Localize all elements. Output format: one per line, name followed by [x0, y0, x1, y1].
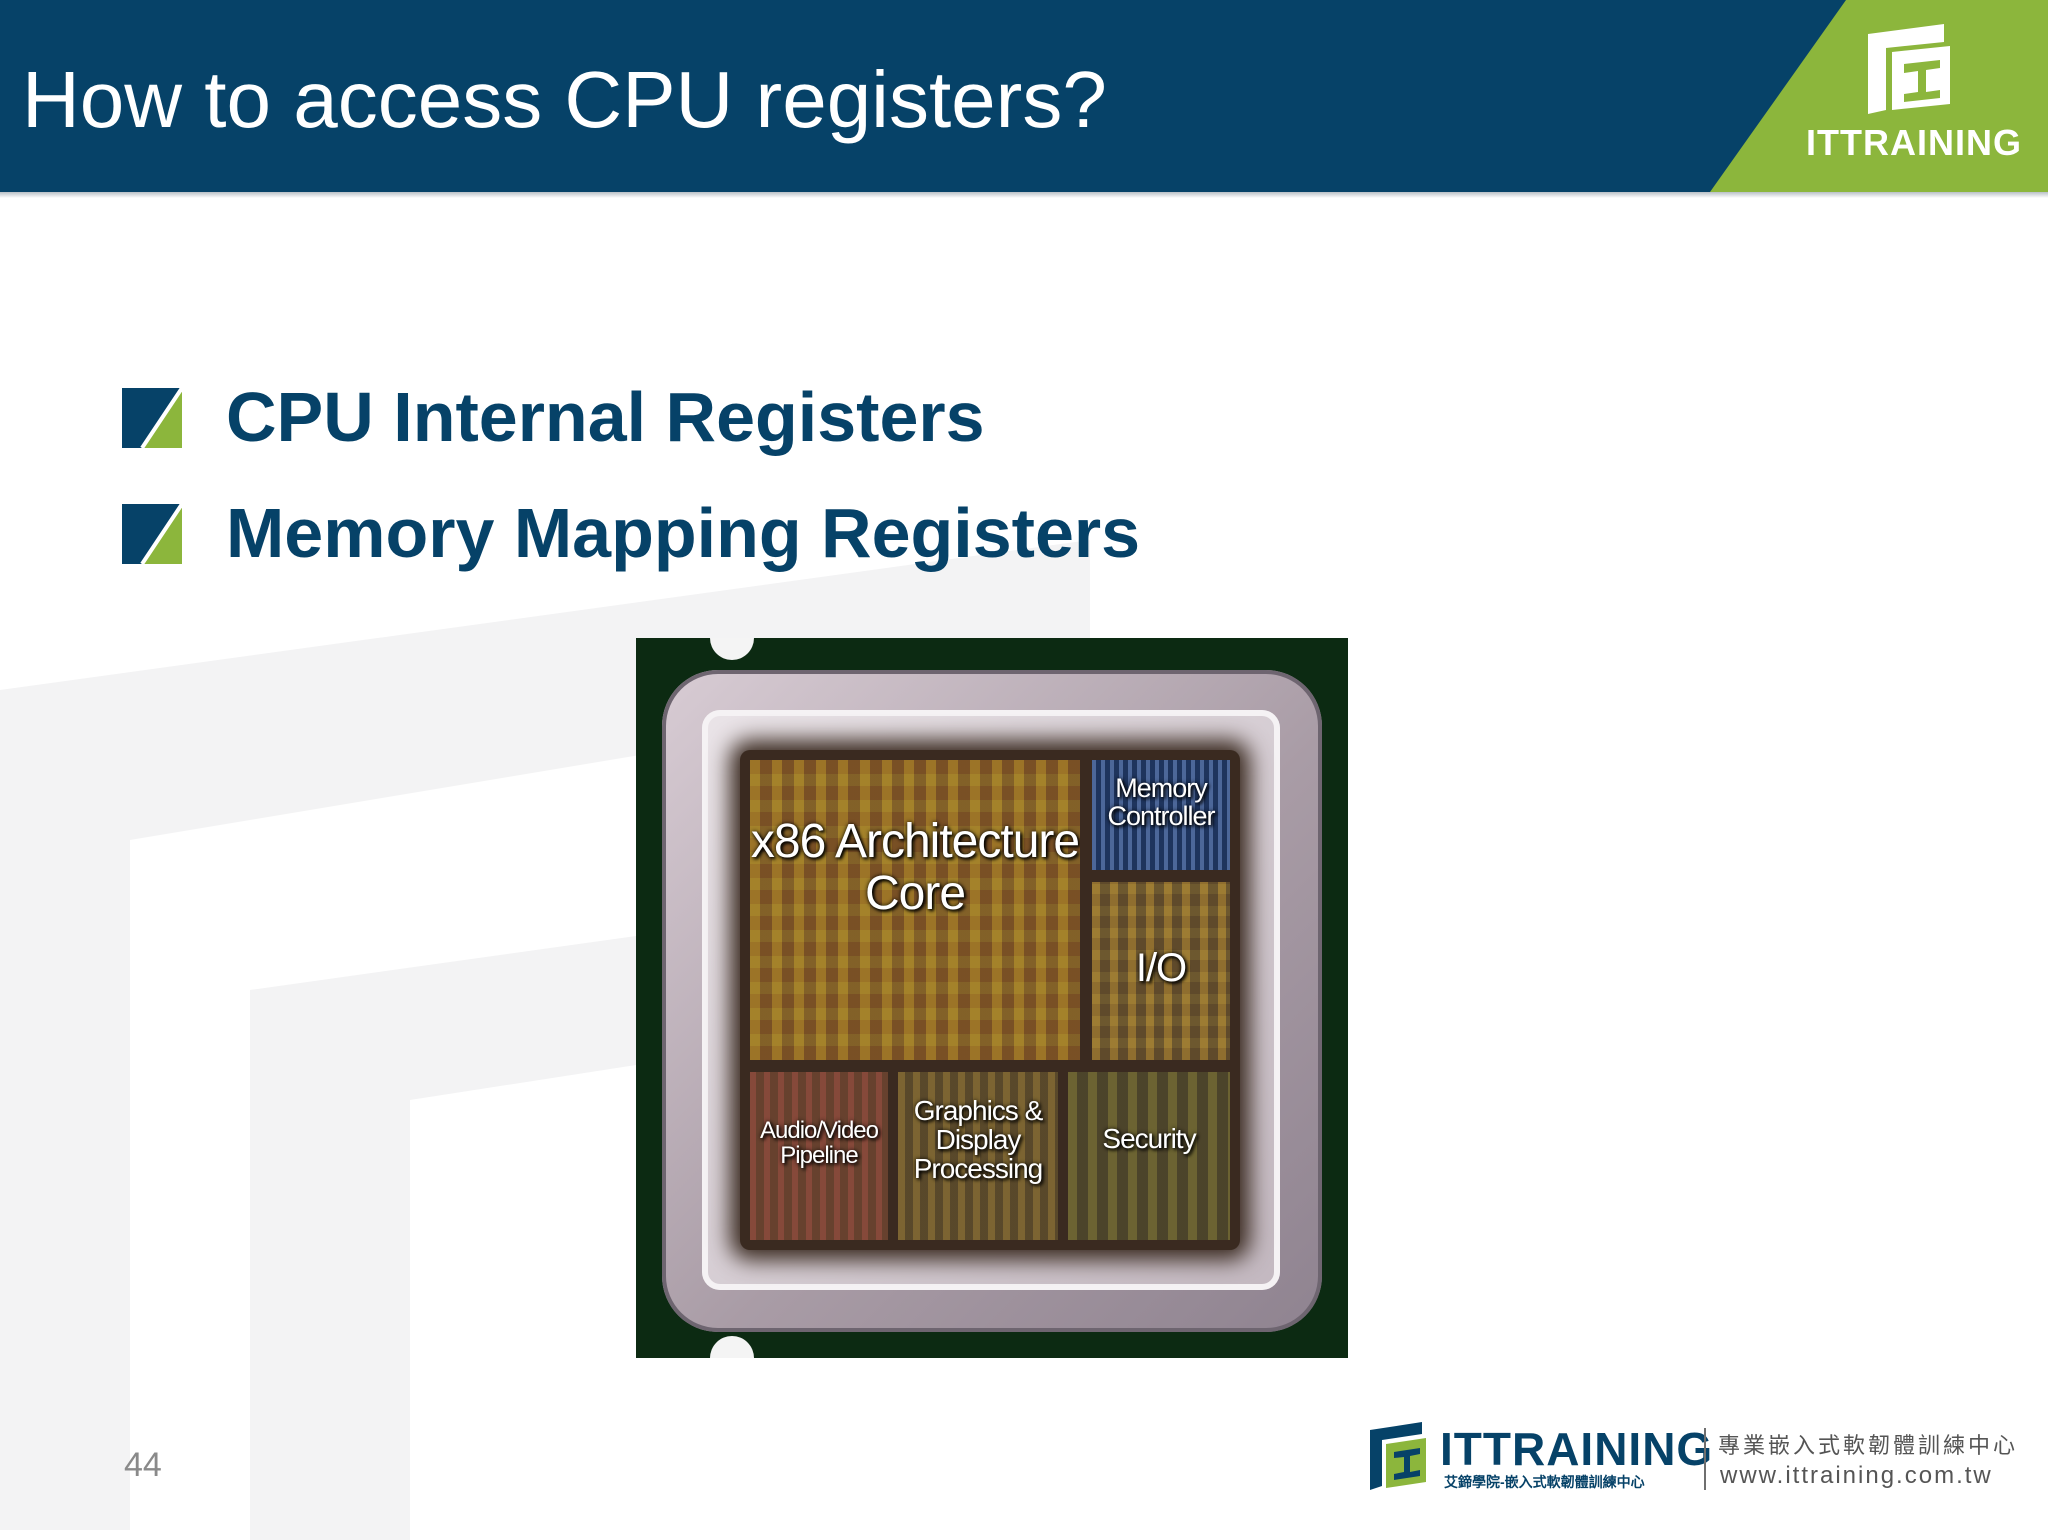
heat-spreader: x86 Architecture Core Memory Controller … [662, 670, 1322, 1332]
footer-brand-subtitle: 艾鍗學院-嵌入式軟韌體訓練中心 [1444, 1474, 1645, 1490]
cpu-die-image: x86 Architecture Core Memory Controller … [636, 638, 1348, 1358]
header-bar [0, 0, 2048, 192]
block-label: Security [1102, 1123, 1196, 1154]
cpu-die: x86 Architecture Core Memory Controller … [740, 750, 1240, 1250]
block-label: I/O [1135, 946, 1187, 990]
page-title: How to access CPU registers? [22, 55, 1107, 144]
block-label: Memory Controller [1107, 773, 1215, 831]
block-x86-core: x86 Architecture Core [750, 760, 1080, 1060]
bullet-text: CPU Internal Registers [226, 378, 985, 456]
square-bullet-icon [122, 388, 182, 448]
bullet-text: Memory Mapping Registers [226, 494, 1141, 572]
block-memory-controller: Memory Controller [1092, 760, 1230, 870]
chip-package: x86 Architecture Core Memory Controller … [702, 710, 1280, 1290]
brand-name: ITTRAINING [1806, 122, 2022, 163]
block-label: Audio/Video Pipeline [760, 1117, 879, 1169]
block-graphics: Graphics & Display Processing [898, 1072, 1058, 1240]
header-shadow [0, 192, 2048, 198]
block-audio-video: Audio/Video Pipeline [750, 1072, 888, 1240]
chip-notch [710, 638, 754, 660]
chip-notch [710, 1336, 754, 1358]
footer-divider [1704, 1428, 1706, 1490]
footer-tagline: 專業嵌入式軟韌體訓練中心 [1718, 1433, 2019, 1458]
block-label: Graphics & Display Processing [913, 1095, 1044, 1184]
ittraining-logo-icon [1868, 24, 1950, 114]
block-io: I/O [1092, 882, 1230, 1060]
page-number: 44 [124, 1446, 162, 1484]
block-security: Security [1068, 1072, 1230, 1240]
footer-brand-name: ITTRAINING [1440, 1423, 1714, 1475]
ittraining-footer-logo-icon [1370, 1422, 1426, 1490]
square-bullet-icon [122, 504, 182, 564]
block-label: x86 Architecture Core [750, 815, 1080, 920]
footer-url: www.ittraining.com.tw [1720, 1462, 1993, 1489]
